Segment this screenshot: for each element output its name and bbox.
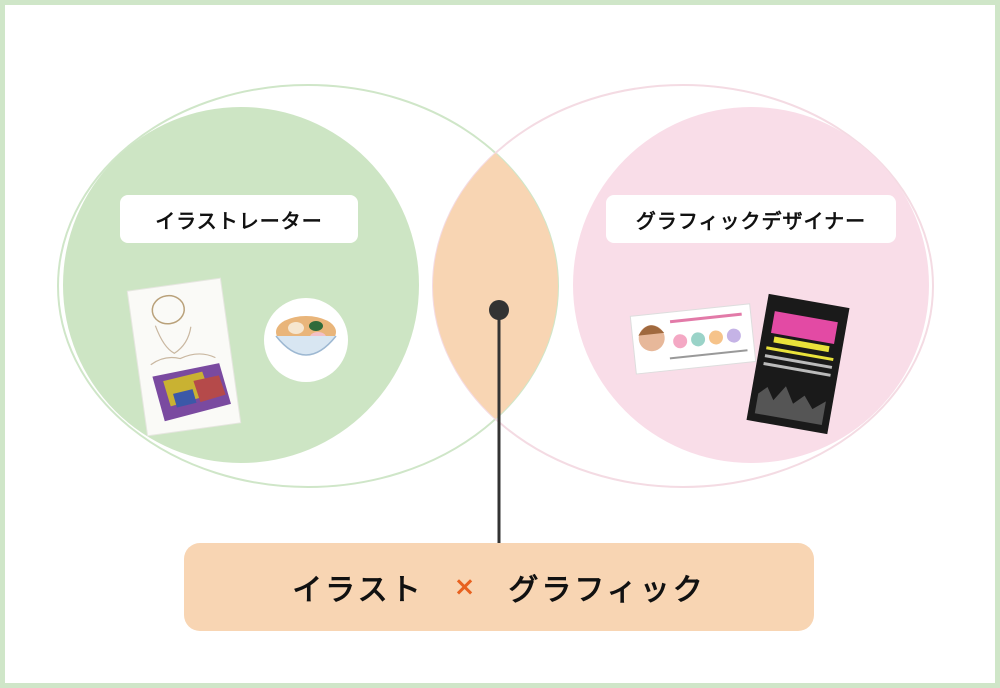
graphic-designer-label: グラフィックデザイナー xyxy=(606,195,896,243)
left-circle xyxy=(63,107,419,463)
illustrator-label: イラストレーター xyxy=(120,195,358,243)
business-card-with-photo xyxy=(629,303,757,375)
intersection-result-box: イラスト × グラフィック xyxy=(184,543,814,631)
woman-illustration-card xyxy=(126,277,242,437)
dance-flyer xyxy=(746,293,850,435)
result-right-text: グラフィック xyxy=(508,573,706,608)
ramen-bowl-illustration xyxy=(264,298,348,382)
multiply-icon: × xyxy=(453,572,479,602)
connector-dot xyxy=(489,300,509,320)
result-left-text: イラスト xyxy=(292,573,424,608)
